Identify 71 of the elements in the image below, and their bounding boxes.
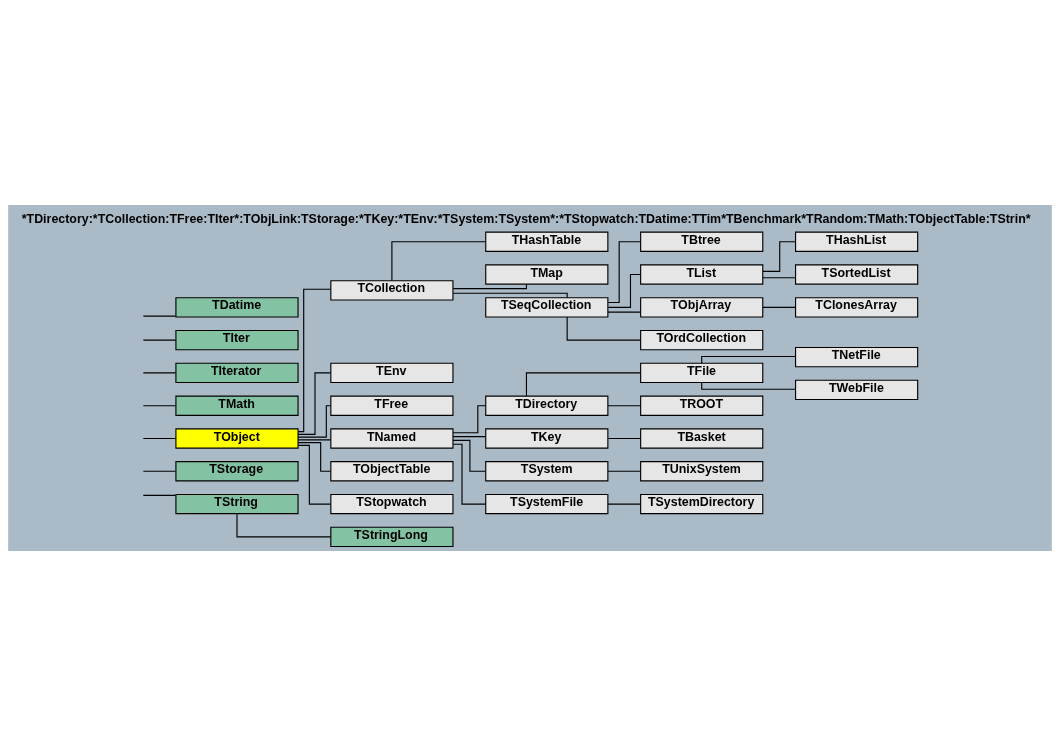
connector	[607, 437, 641, 440]
connector	[607, 405, 641, 407]
node-box: TStringLong	[330, 526, 454, 548]
node-box: TObjectTable	[330, 461, 454, 482]
connector	[297, 444, 332, 505]
node-box: TKey	[485, 428, 609, 449]
node-box: TClonesArray	[795, 297, 919, 318]
connector	[566, 316, 641, 341]
connector	[452, 443, 487, 505]
connector	[452, 436, 487, 438]
connector	[391, 241, 487, 282]
node-box: TMath	[175, 395, 299, 416]
connector	[297, 442, 332, 472]
connector	[142, 470, 177, 472]
connector	[762, 277, 796, 279]
node-box: TSeqCollection	[485, 297, 609, 318]
node-box: THashTable	[485, 231, 609, 252]
node-box: TObjArray	[640, 297, 764, 318]
connector	[607, 311, 641, 313]
connector	[762, 306, 796, 308]
connector	[297, 288, 332, 433]
connector	[236, 513, 332, 538]
node-box: TSortedList	[795, 264, 919, 285]
connector	[762, 241, 796, 272]
connector	[607, 241, 641, 304]
connector	[701, 382, 796, 390]
node-box: TBasket	[640, 428, 764, 449]
node-box: TFile	[640, 362, 764, 384]
node-box: THashList	[795, 231, 919, 252]
connector	[525, 372, 641, 397]
node-box: TStorage	[175, 461, 299, 482]
node-box: TSystem	[485, 461, 609, 482]
node-box: TOrdCollection	[640, 329, 764, 351]
connector	[142, 372, 177, 374]
node-box: TWebFile	[795, 379, 919, 401]
connector	[297, 439, 332, 441]
connector	[452, 405, 487, 434]
node-box: TIter	[175, 329, 299, 351]
connector	[142, 494, 177, 496]
connector	[452, 283, 527, 290]
node-box: TSystemFile	[485, 493, 609, 515]
node-box: TROOT	[640, 395, 764, 416]
node-box: TDirectory	[485, 395, 609, 416]
node-box: TEnv	[330, 362, 454, 384]
node-box: TDatime	[175, 297, 299, 318]
node-box: TFree	[330, 395, 454, 416]
node-box: TStopwatch	[330, 493, 454, 515]
connector	[452, 439, 487, 472]
connector	[142, 437, 177, 440]
connector	[297, 372, 332, 435]
connector	[607, 273, 641, 308]
connector	[142, 315, 177, 317]
connector	[142, 339, 177, 341]
node-box: TBtree	[640, 231, 764, 252]
connector	[142, 405, 177, 407]
node-box: TUnixSystem	[640, 461, 764, 482]
node-box: TString	[175, 493, 299, 515]
node-box: TCollection	[330, 280, 454, 301]
diagram-title: *TDirectory:*TCollection:TFree:TIter*:TObjLink:TStorage:*TKey:*TEnv:*TSystem:TSystem*:*TStopwatch:TDatime:TTim*TBenchmark*TRandom:TMath:TObjectTable:TStrin*	[21, 211, 1031, 226]
node-box: TMap	[485, 264, 609, 285]
connector	[607, 503, 641, 505]
connector	[297, 405, 332, 438]
connector	[452, 292, 568, 299]
connector	[701, 355, 796, 364]
node-box: TIterator	[175, 362, 299, 384]
node-box: TNetFile	[795, 346, 919, 368]
node-box: TList	[640, 264, 764, 285]
connector	[607, 470, 641, 472]
node-box: TObject	[175, 428, 299, 449]
node-box: TSystemDirectory	[640, 493, 764, 515]
node-box: TNamed	[330, 428, 454, 449]
